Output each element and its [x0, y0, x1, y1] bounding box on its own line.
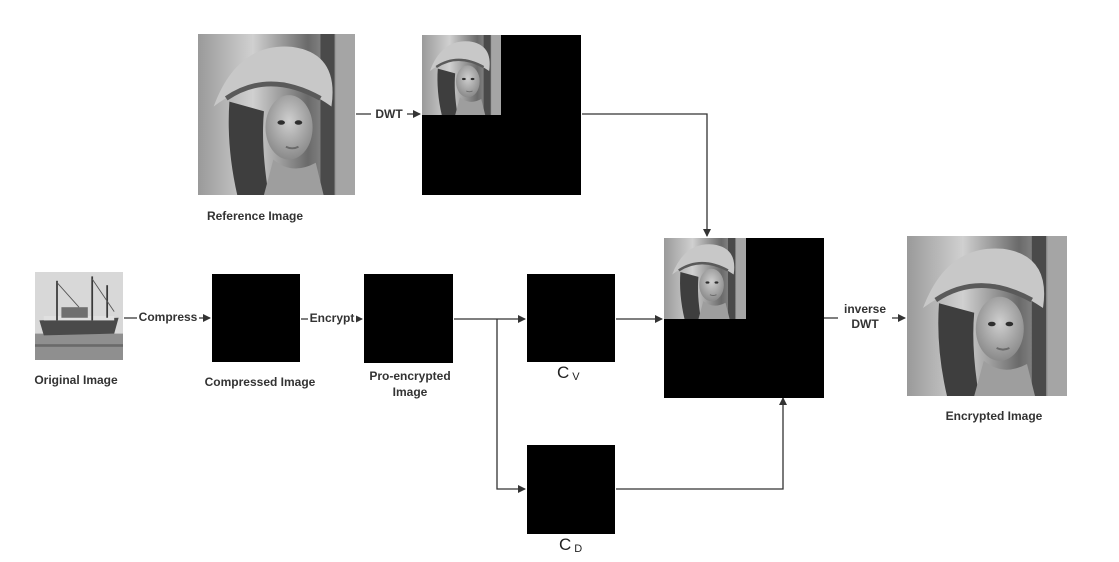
compress-label: Compress — [137, 310, 199, 325]
pro-encrypted-image-label: Pro-encrypted Image — [369, 369, 451, 399]
combined-approximation-subband — [664, 238, 746, 319]
encrypted-image-label: Encrypted Image — [945, 409, 1043, 423]
cv-block — [527, 274, 615, 362]
reference-image — [198, 34, 355, 195]
compressed-image-block — [212, 274, 300, 362]
original-image-label: Original Image — [34, 373, 118, 387]
arrow-cd-to-combined — [616, 397, 787, 490]
arrow-dwt-to-combined — [582, 113, 711, 237]
encrypted-image — [907, 236, 1067, 396]
dwt-approximation-subband — [422, 35, 501, 115]
encrypt-label: Encrypt — [308, 311, 356, 326]
pro-encrypted-image-block — [364, 274, 453, 363]
cd-block — [527, 445, 615, 534]
inverse-dwt-label: inverse DWT — [838, 302, 892, 332]
arrow-proencrypted-to-cd — [496, 319, 526, 493]
dwt-label: DWT — [371, 107, 407, 122]
reference-image-label: Reference Image — [206, 209, 304, 223]
original-image — [35, 272, 123, 360]
compressed-image-label: Compressed Image — [204, 375, 316, 389]
